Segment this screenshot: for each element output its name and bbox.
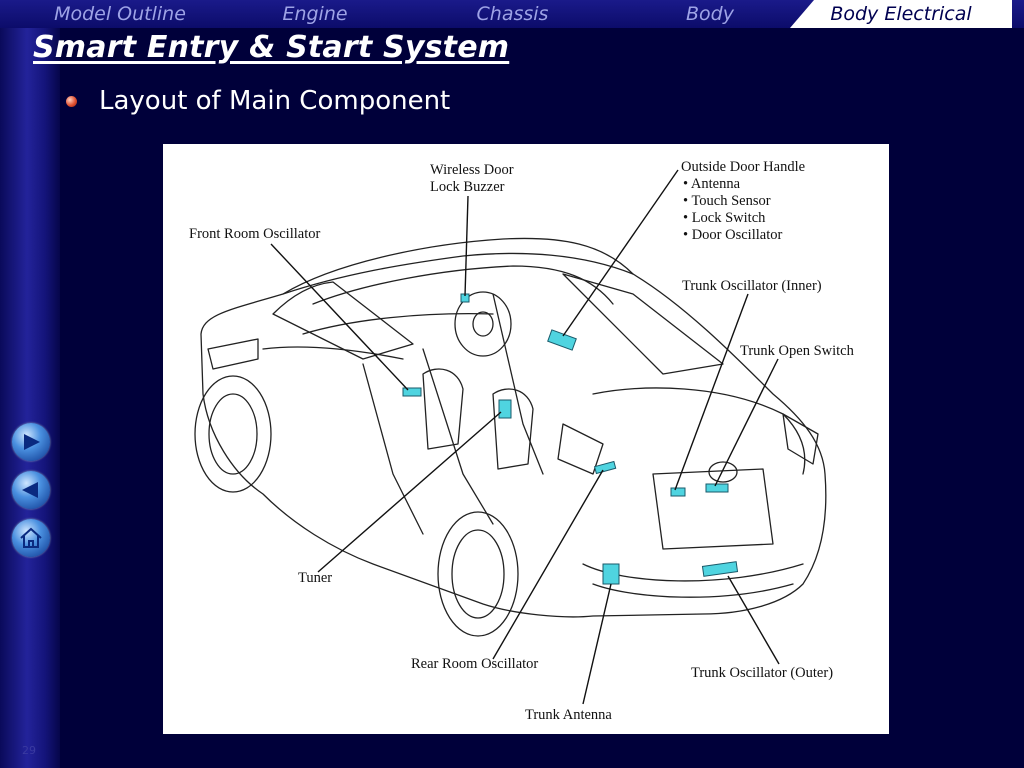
leader-tuner [317, 411, 502, 573]
trunk-oscillator-outer-component [701, 561, 739, 577]
leader-trunk-antenna [582, 583, 612, 705]
page-title: Smart Entry & Start System [33, 30, 510, 65]
back-button[interactable] [12, 471, 50, 509]
tuner-component [498, 399, 512, 419]
label-rear-room-oscillator: Rear Room Oscillator [411, 656, 539, 672]
leader-trunk-oscillator-outer [727, 575, 780, 665]
page-number: 29 [22, 744, 36, 757]
section-subtitle: Layout of Main Component [99, 86, 451, 116]
trunk-open-switch-component [705, 483, 729, 493]
back-arrow-icon [22, 482, 38, 498]
tab-body-electrical[interactable]: Body Electrical [790, 0, 1012, 28]
leader-trunk-open-switch [714, 358, 779, 487]
forward-button[interactable] [12, 423, 50, 461]
trunk-antenna-component [602, 563, 620, 585]
car-illustration [194, 169, 827, 705]
label-trunk-oscillator-inner: Trunk Oscillator (Inner) [682, 278, 822, 294]
leader-trunk-oscillator-inner [674, 293, 749, 491]
label-tuner: Tuner [298, 570, 333, 586]
tab-model-outline[interactable]: Model Outline [54, 3, 186, 25]
top-navigation: Model Outline Engine Chassis Body Body E… [0, 0, 1024, 28]
leader-outside-door-handle [562, 169, 679, 337]
odh-item: • Door Oscillator [683, 227, 783, 243]
front-room-oscillator-component [402, 387, 422, 397]
tab-engine[interactable]: Engine [282, 3, 348, 25]
home-button[interactable] [12, 519, 50, 557]
forward-arrow-icon [24, 434, 40, 450]
tab-body[interactable]: Body [686, 3, 734, 25]
tab-chassis[interactable]: Chassis [476, 3, 549, 25]
left-band [0, 28, 60, 768]
odh-item: • Lock Switch [683, 210, 766, 226]
leader-buzzer [464, 195, 469, 297]
rear-room-oscillator-component [593, 460, 617, 475]
label-wireless-door-lock-buzzer: Wireless Door Lock Buzzer [430, 162, 514, 195]
outside-door-handle-component [547, 329, 577, 351]
odh-item: • Antenna [683, 176, 741, 192]
label-front-room-oscillator: Front Room Oscillator [189, 226, 321, 242]
odh-item: • Touch Sensor [683, 193, 771, 209]
label-trunk-open-switch: Trunk Open Switch [740, 343, 854, 359]
home-icon [20, 527, 42, 548]
label-trunk-oscillator-outer: Trunk Oscillator (Outer) [691, 665, 834, 681]
component-layout-diagram: Wireless Door Lock Buzzer Outside Door H… [163, 144, 889, 734]
label-outside-door-handle: Outside Door Handle • Antenna • Touch Se… [681, 159, 806, 243]
leader-front-room-oscillator [270, 243, 409, 391]
label-trunk-antenna: Trunk Antenna [525, 707, 612, 723]
trunk-oscillator-inner-component [670, 487, 686, 497]
bullet-icon [66, 96, 77, 107]
leader-rear-room-oscillator [492, 469, 604, 660]
